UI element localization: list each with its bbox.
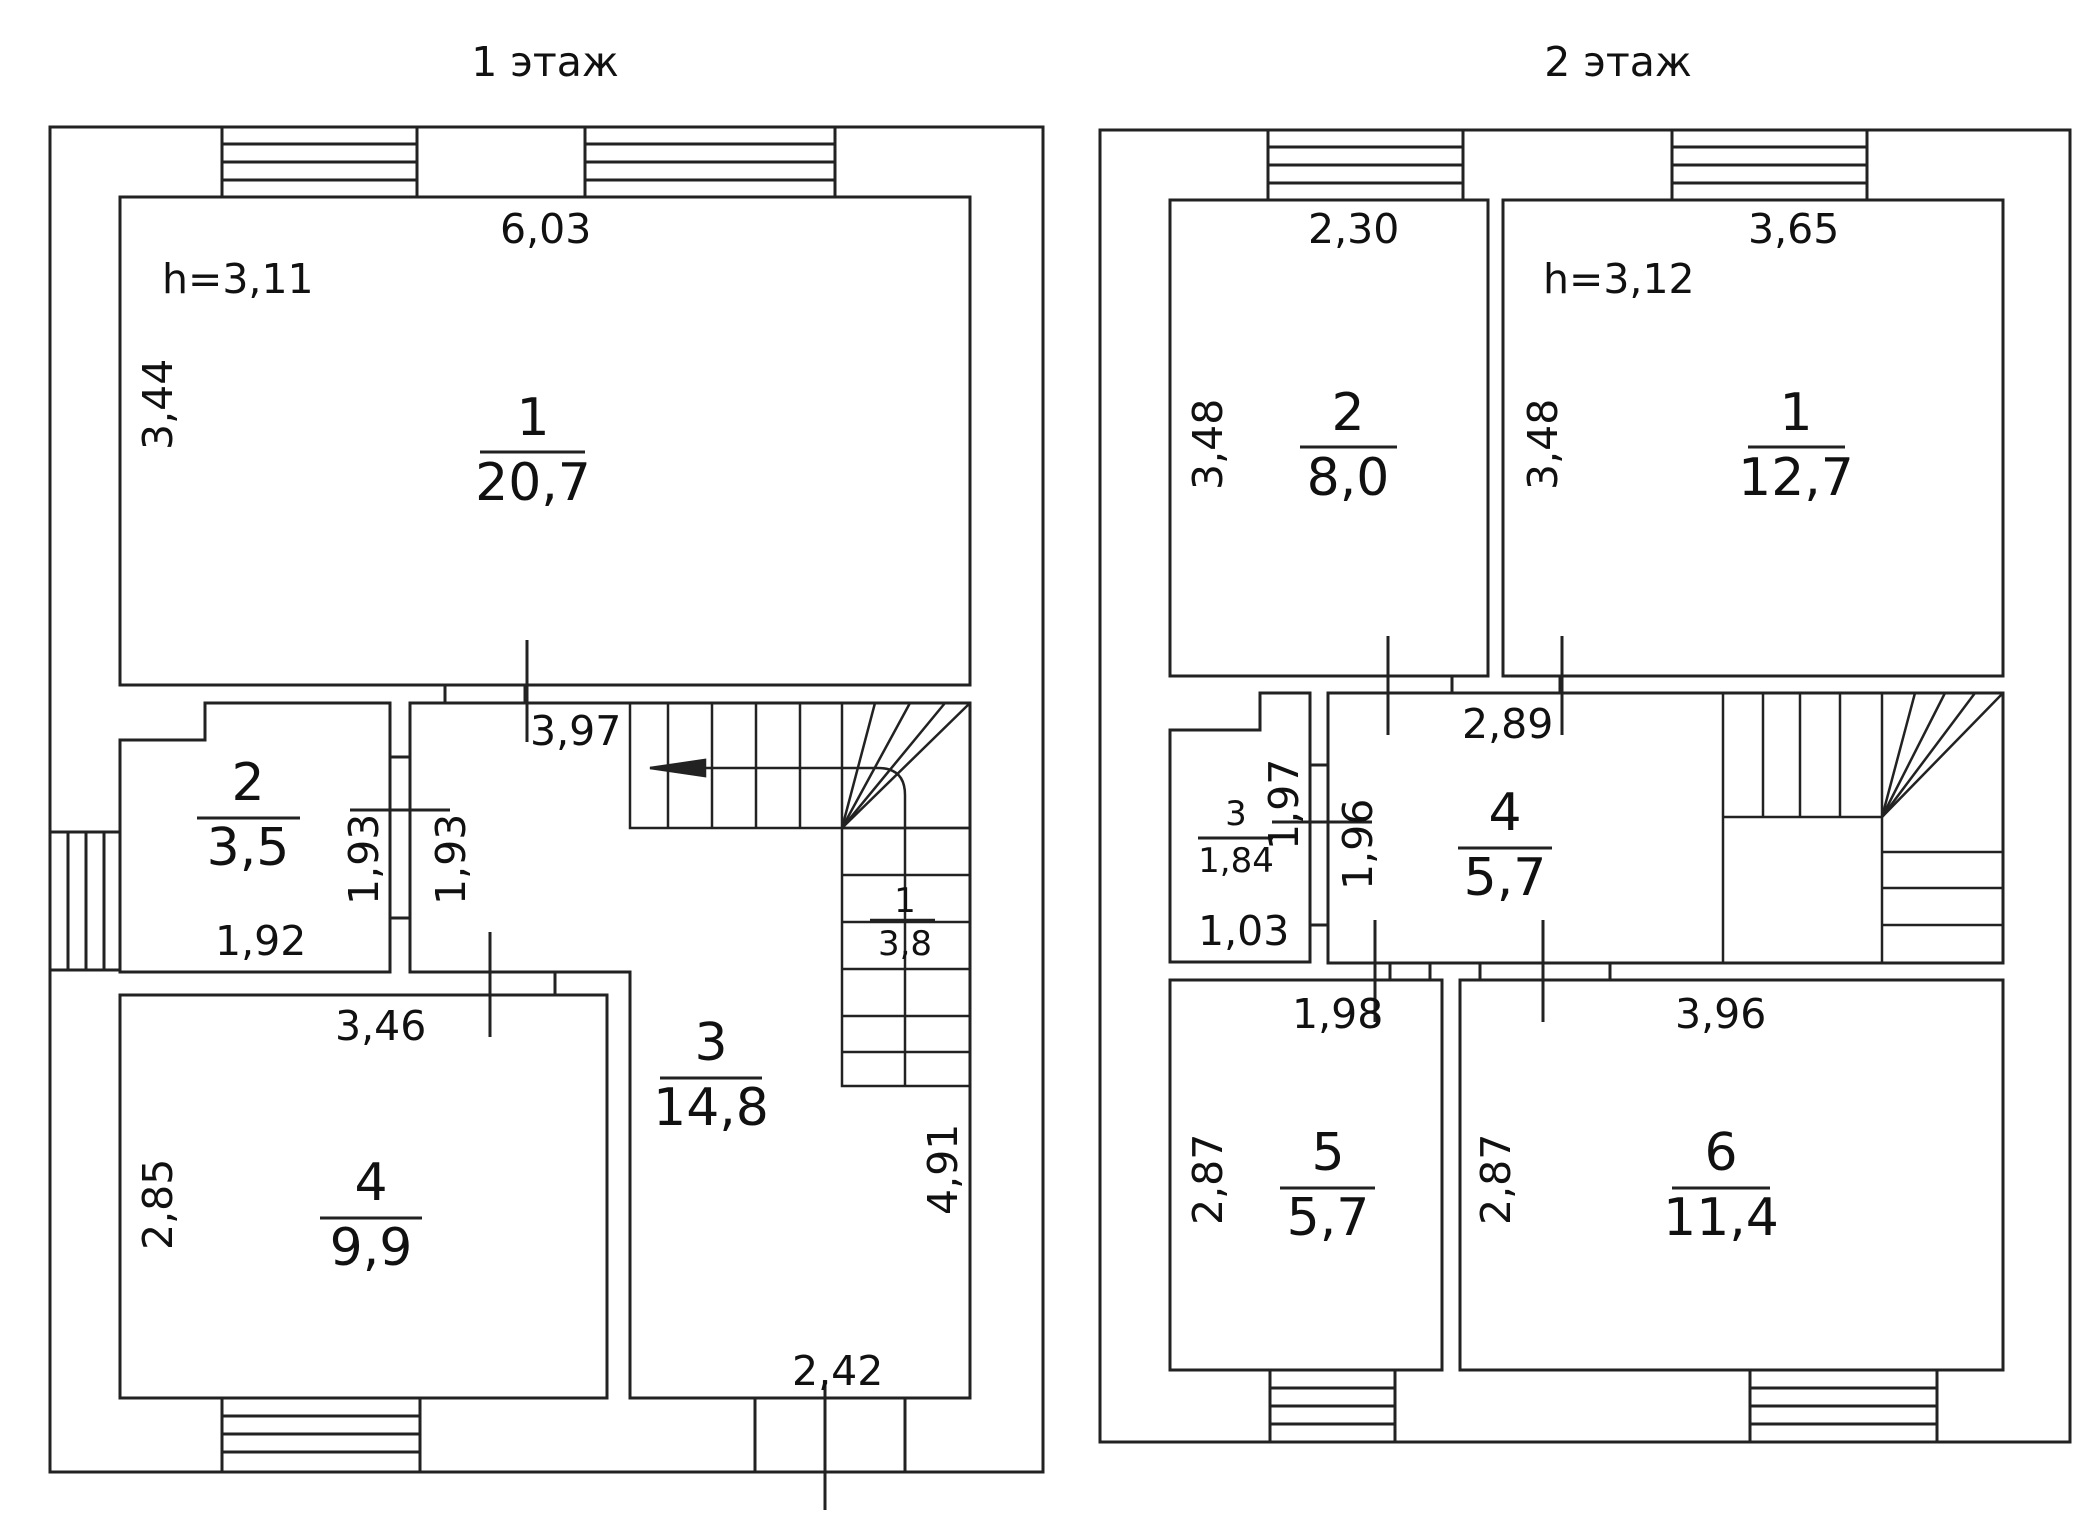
floor-2-room-5-area: 5,7 <box>1287 1188 1370 1248</box>
floor-2-room-6-number: 6 <box>1704 1123 1737 1183</box>
floor-2-room-2 <box>1168 198 1490 678</box>
floor-2-dim-2-89: 2,89 <box>1462 700 1553 748</box>
floor-1-dim-3-44: 3,44 <box>134 359 182 450</box>
floor-2-room-4-number: 4 <box>1488 783 1521 843</box>
floor-1-window-bottom <box>220 1396 422 1474</box>
floor-2-dim-3-48-left: 3,48 <box>1184 399 1232 490</box>
floor-1-title: 1 этаж <box>471 38 619 86</box>
floor-2-dim-1-96: 1,96 <box>1334 799 1382 890</box>
floor-1-dim-6-03: 6,03 <box>500 205 591 253</box>
floor-2-dim-1-98: 1,98 <box>1292 990 1383 1038</box>
floor-1-dim-2-42: 2,42 <box>792 1347 883 1395</box>
floor-1-room-4-area: 9,9 <box>330 1218 413 1278</box>
floor-1-room-1-number: 1 <box>516 388 549 448</box>
floor-1-dim-2-85: 2,85 <box>134 1159 182 1250</box>
floor-2-room-6-area: 11,4 <box>1663 1188 1779 1248</box>
floor-1-room-4-number: 4 <box>354 1153 387 1213</box>
floor-1-room-4 <box>118 993 609 1400</box>
floor-2-room-2-area: 8,0 <box>1307 448 1390 508</box>
floor-2-room-1-area: 12,7 <box>1738 448 1854 508</box>
floor-2-room-1-number: 1 <box>1779 383 1812 443</box>
floor-2-room-5-number: 5 <box>1311 1123 1344 1183</box>
floor-1-room-1-area: 20,7 <box>475 453 591 513</box>
floor-2-room-2-number: 2 <box>1331 383 1364 443</box>
floor-1-dim-4-91: 4,91 <box>919 1124 967 1215</box>
floor-1-entrance-door <box>753 1380 907 1510</box>
floor-2-dim-1-03: 1,03 <box>1198 907 1289 955</box>
floor-2-window-bottom-left <box>1268 1368 1397 1444</box>
floor-2-dim-3-48-right: 3,48 <box>1519 399 1567 490</box>
floor-2-window-bottom-right <box>1748 1368 1939 1444</box>
floor-2-room-3 <box>1168 691 1312 964</box>
floor-2-room-4 <box>1326 691 2005 965</box>
floor-1-outer-wall <box>48 125 1045 1474</box>
floor-2-outer-wall <box>1098 128 2072 1444</box>
floor-2-dim-2-87-left: 2,87 <box>1184 1134 1232 1225</box>
floor-1-room-2-number: 2 <box>231 753 264 813</box>
floor-2-dim-1-97: 1,97 <box>1260 759 1308 850</box>
floor-1-stair-number: 1 <box>894 881 916 921</box>
floor-2-plan <box>1098 128 2072 1444</box>
floor-2-room-6 <box>1458 978 2005 1372</box>
floor-1-room-3-number: 3 <box>694 1013 727 1073</box>
floor-1-height-label: h=3,11 <box>162 255 314 303</box>
floor-2-dim-2-87-right: 2,87 <box>1472 1134 1520 1225</box>
floor-2-dim-3-65: 3,65 <box>1748 205 1839 253</box>
floor-2-title: 2 этаж <box>1544 38 1692 86</box>
floor-2-room-3-number: 3 <box>1225 794 1247 834</box>
floor-1-staircase <box>628 701 972 1088</box>
floor-2-height-label: h=3,12 <box>1543 255 1695 303</box>
floor-1-room-2 <box>118 701 392 974</box>
floor-1-window-left <box>48 830 122 972</box>
floor-1-dim-1-93-left: 1,93 <box>340 814 388 905</box>
floor-1-window-top-right <box>583 125 837 199</box>
floor-2-dim-3-96: 3,96 <box>1675 990 1766 1038</box>
floor-2-room-4-area: 5,7 <box>1464 848 1547 908</box>
floor-1-dim-1-92: 1,92 <box>215 917 306 965</box>
floor-2-window-top-left <box>1266 128 1465 202</box>
floor-1-window-top-left <box>220 125 419 199</box>
floor-1-stair-value: 3,8 <box>878 924 932 964</box>
floor-1-room-2-area: 3,5 <box>207 818 290 878</box>
floor-2-window-top-right <box>1670 128 1869 202</box>
floor-1-room-1 <box>118 195 972 687</box>
floor-1-plan <box>48 125 1045 1510</box>
floor-1-room-3 <box>408 701 972 1400</box>
floor-2-room-1 <box>1501 198 2005 678</box>
floor-2-staircase <box>1721 692 2004 963</box>
floor-1-dim-3-46: 3,46 <box>335 1002 426 1050</box>
floor-2-room-3-area: 1,84 <box>1198 841 1274 881</box>
floor-2-room-5 <box>1168 978 1444 1372</box>
floor-1-room-3-area: 14,8 <box>653 1078 769 1138</box>
floor-1-dim-1-93-right: 1,93 <box>427 814 475 905</box>
floor-2-dim-2-30: 2,30 <box>1308 205 1399 253</box>
floor-1-dim-3-97: 3,97 <box>530 707 621 755</box>
